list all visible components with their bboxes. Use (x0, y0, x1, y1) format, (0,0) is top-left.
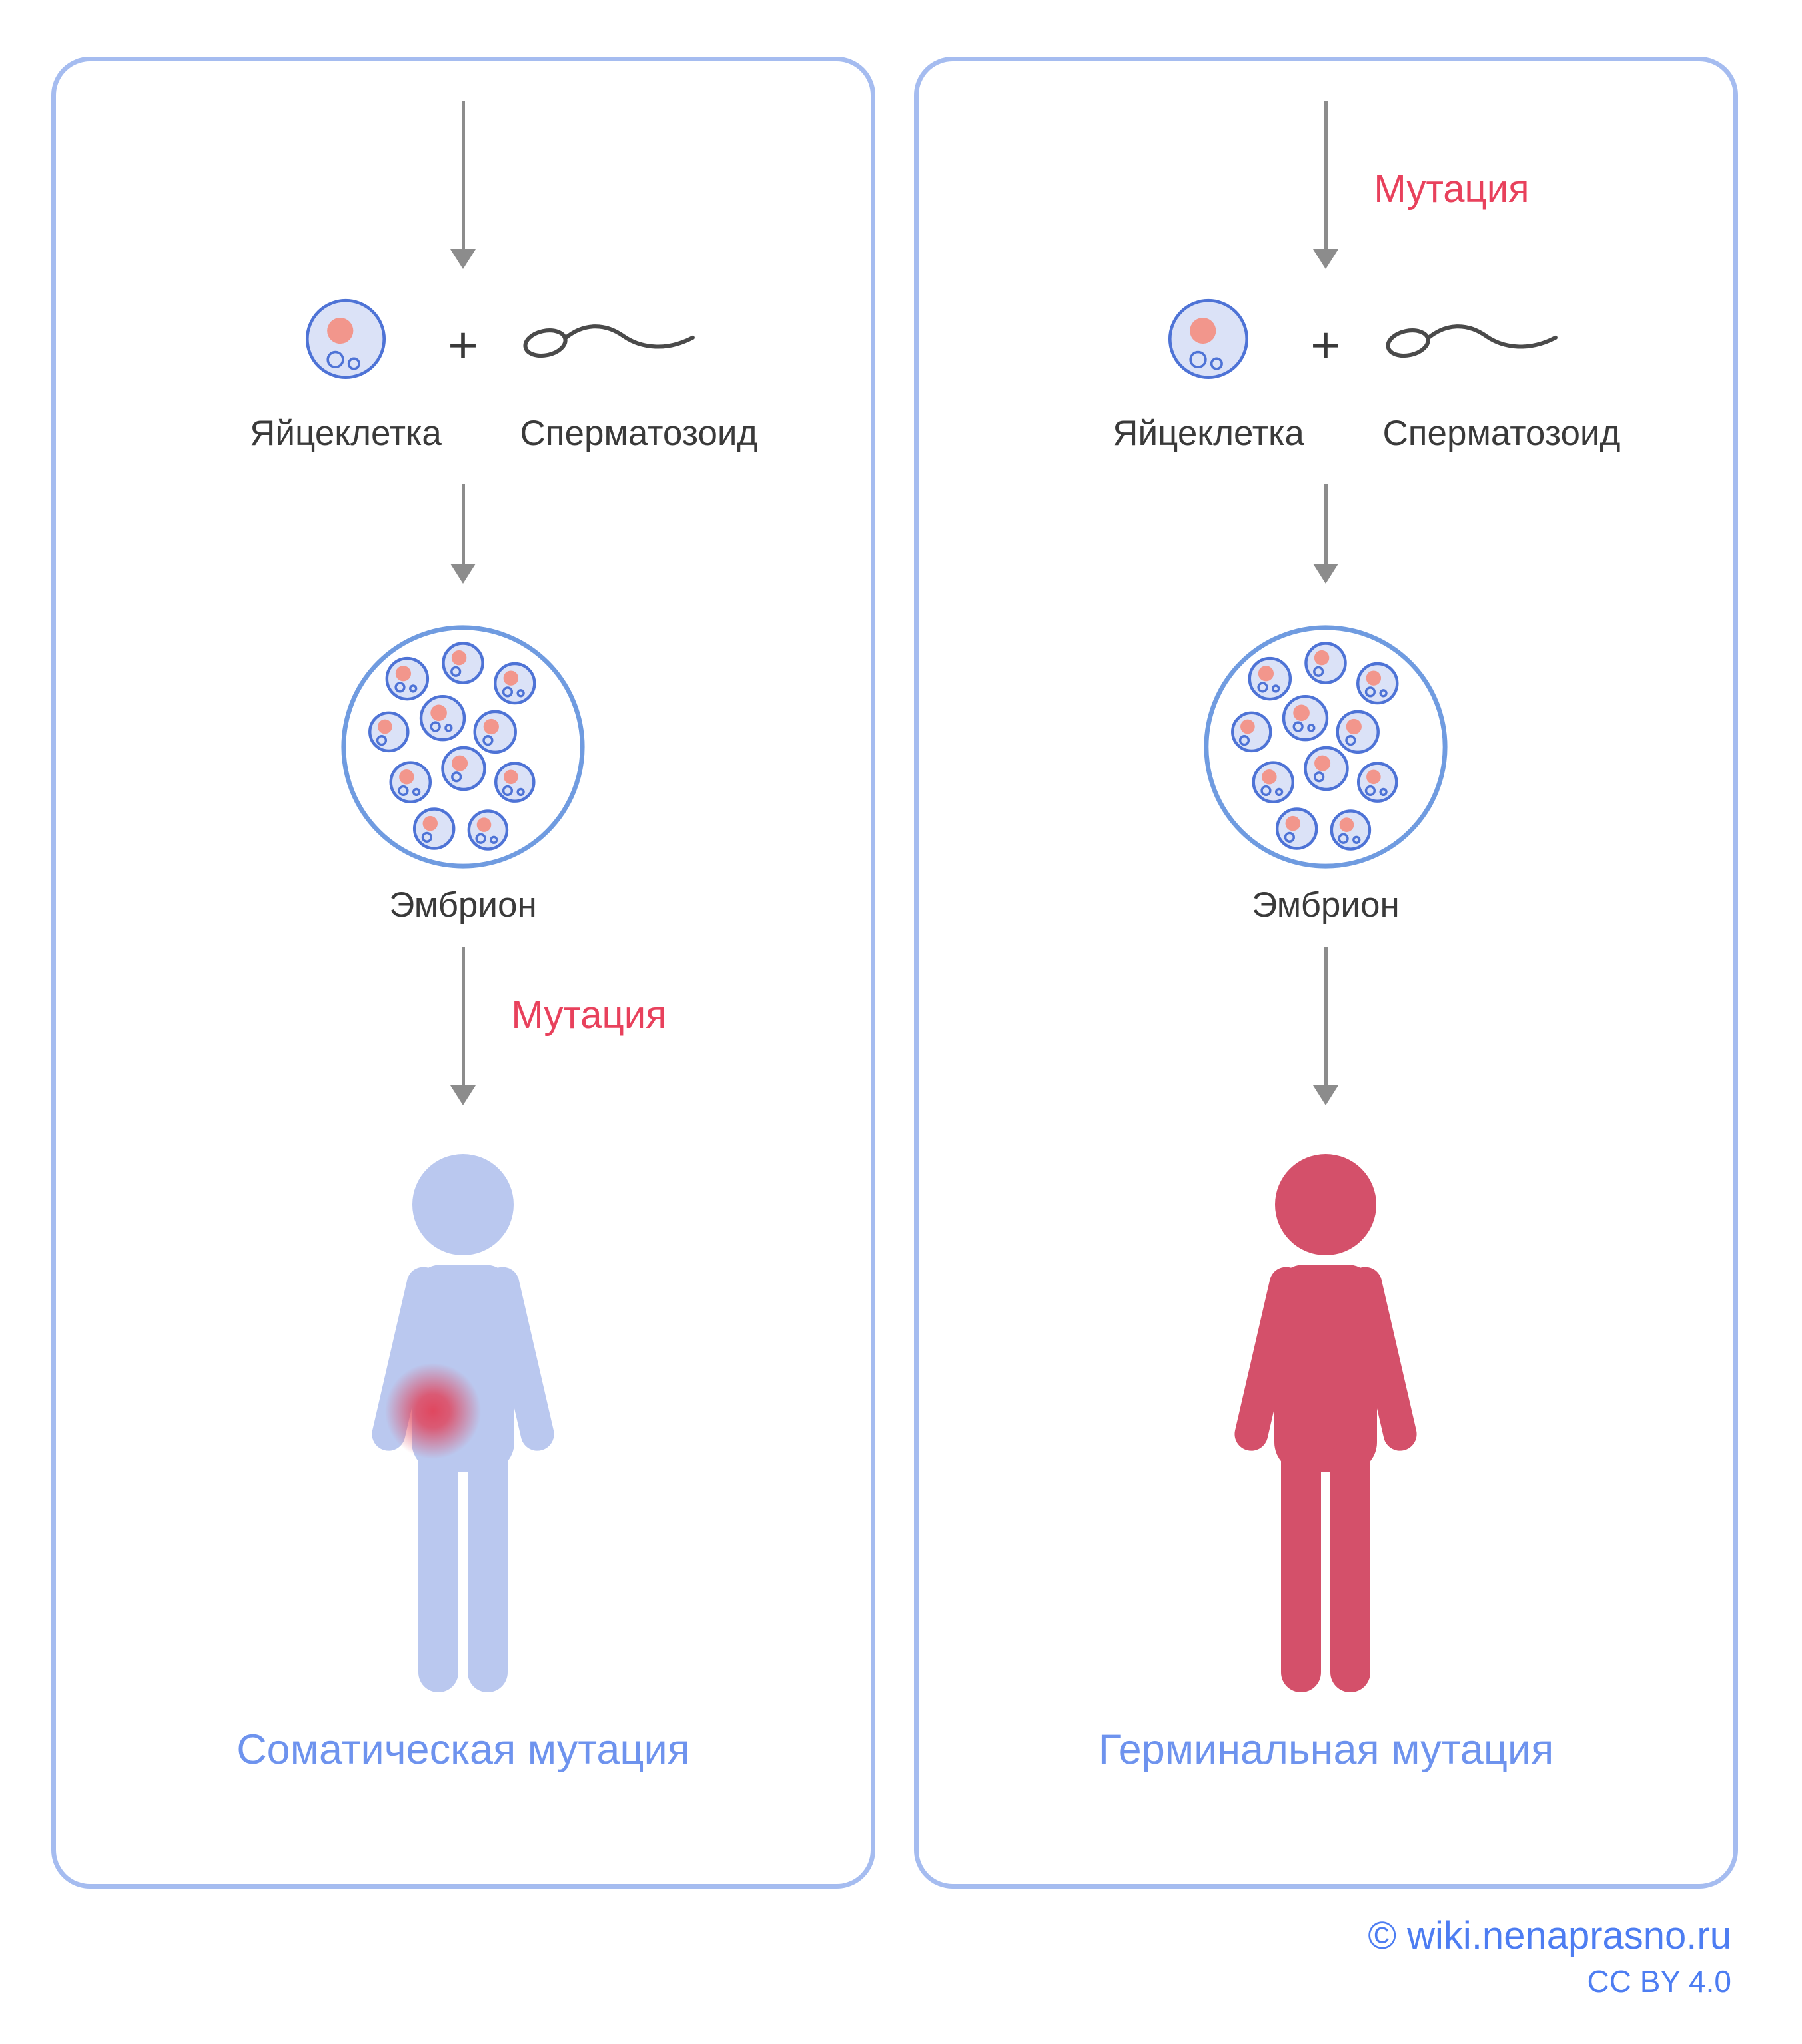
person-icon-germline (1234, 1154, 1417, 1692)
embryo-icon (1204, 625, 1448, 869)
person-body (372, 1154, 554, 1692)
arrow-shaft (461, 484, 465, 564)
sperm-icon (1386, 324, 1558, 358)
down-arrow-icon (450, 101, 476, 269)
person-icon-somatic (372, 1154, 554, 1692)
down-arrow-icon (1312, 484, 1339, 584)
sperm-label: Сперматозоид (520, 414, 758, 453)
arrow-shaft (1324, 101, 1328, 249)
down-arrow-icon (450, 947, 476, 1105)
egg-cell-icon (1168, 298, 1249, 379)
egg-cell-icon (305, 298, 386, 379)
down-arrow-icon (1312, 947, 1339, 1105)
sperm-icon (523, 324, 695, 358)
mutation-label: Мутация (1374, 167, 1530, 211)
plus-sign: + (1310, 316, 1341, 374)
embryo-label: Эмбрион (1252, 885, 1400, 925)
arrow-head (1313, 249, 1338, 269)
license-text: CC BY 4.0 (1587, 1964, 1731, 1999)
mutation-label: Мутация (511, 993, 667, 1037)
tumor-spot (385, 1363, 481, 1459)
arrow-head (450, 249, 476, 269)
arrow-head (1313, 1085, 1338, 1105)
arrow-head (450, 564, 476, 584)
embryo-icon (341, 625, 585, 869)
somatic-caption: Соматическая мутация (236, 1726, 690, 1773)
egg-label: Яйцеклетка (250, 414, 442, 453)
down-arrow-icon (1312, 101, 1339, 269)
attribution-footer: © wiki.nenaprasno.ru CC BY 4.0 (1368, 1913, 1731, 1999)
embryo-label: Эмбрион (389, 885, 537, 925)
attribution-text: © wiki.nenaprasno.ru (1368, 1914, 1731, 1957)
arrow-shaft (461, 101, 465, 249)
plus-sign: + (448, 316, 478, 374)
arrow-head (1313, 564, 1338, 584)
arrow-shaft (1324, 484, 1328, 564)
somatic-mutation-panel: + Яйцеклетка Сперматозоид Эмбрион Мутаци… (51, 57, 875, 1889)
sperm-label: Сперматозоид (1382, 414, 1621, 453)
arrow-head (450, 1085, 476, 1105)
germline-caption: Герминальная мутация (1098, 1726, 1554, 1773)
egg-label: Яйцеклетка (1113, 414, 1304, 453)
down-arrow-icon (450, 484, 476, 584)
arrow-shaft (461, 947, 465, 1085)
arrow-shaft (1324, 947, 1328, 1085)
person-body (1234, 1154, 1417, 1692)
germline-mutation-panel: Мутация + Яйцеклетка Сперматозоид Эмбрио… (914, 57, 1738, 1889)
